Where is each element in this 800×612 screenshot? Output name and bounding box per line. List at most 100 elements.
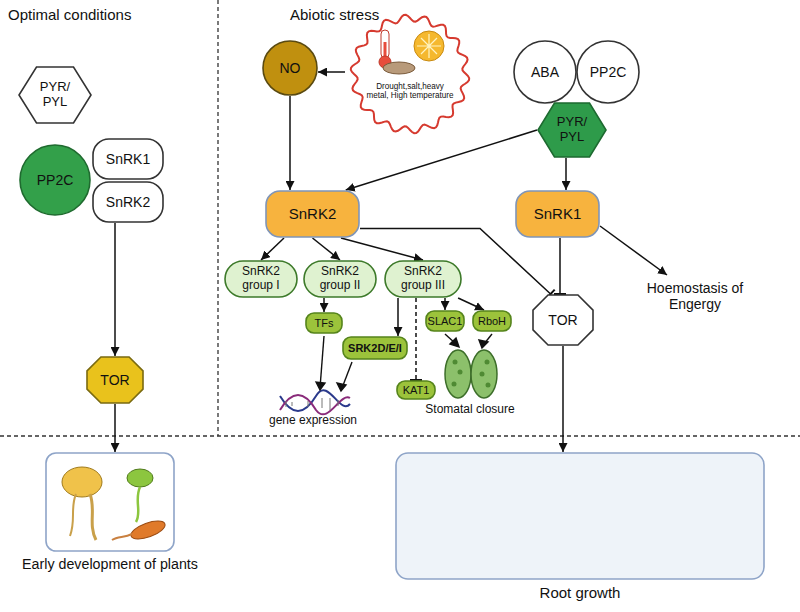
dna-helix xyxy=(280,390,350,414)
node-text: TFs xyxy=(315,317,334,330)
process-label: Stomatal closure xyxy=(410,403,530,417)
inhibition-connector xyxy=(415,298,417,380)
stomata-guard-cells xyxy=(480,372,485,377)
seedling-illustration xyxy=(129,517,168,542)
node-outline xyxy=(514,41,576,103)
text-holder: TOR xyxy=(532,294,594,346)
node-outline xyxy=(45,452,175,552)
text-holder: Early development of plants xyxy=(20,556,200,572)
seedling-illustration xyxy=(127,469,153,487)
divider-line xyxy=(217,0,218,436)
stomata-guard-cells xyxy=(452,360,491,388)
stress-badge: Drought,salt,heavy metal, High temperatu… xyxy=(345,12,475,136)
group-pill: SnRK2 group II xyxy=(303,260,377,298)
stomata-guard-cells xyxy=(485,360,490,365)
panel-heading: Abiotic stress xyxy=(290,6,490,23)
node-outline xyxy=(397,381,435,399)
node-text: SnRK2 group III xyxy=(388,265,458,293)
text-holder: TOR xyxy=(86,356,144,404)
seedling-illustration xyxy=(70,494,76,536)
dna-helix xyxy=(286,401,287,407)
node-outline xyxy=(538,103,606,157)
hormone-circle: ABA xyxy=(513,40,577,104)
node-outline xyxy=(93,182,163,222)
node-outline xyxy=(345,12,475,136)
arrow-connector xyxy=(346,130,537,190)
receptor-hexagon: PYR/ PYL xyxy=(18,66,92,124)
node-text: SnRK1 xyxy=(106,151,150,167)
stomata-guard-cells xyxy=(453,360,458,365)
target-box: RboH xyxy=(472,310,512,332)
arrow-connector xyxy=(261,238,284,260)
dna-helix xyxy=(338,400,339,406)
arrow-connector xyxy=(600,226,667,275)
nitric-oxide-circle: NO xyxy=(262,40,318,96)
seedling-illustration xyxy=(90,494,96,540)
node-outline xyxy=(426,311,464,331)
node-outline xyxy=(87,357,143,403)
text-holder: SnRK1 xyxy=(92,138,164,180)
text-holder: SnRK2 group I xyxy=(224,260,298,298)
receptor-hexagon: PYR/ PYL xyxy=(537,102,607,158)
node-text: KAT1 xyxy=(403,384,430,397)
text-holder: PP2C xyxy=(19,144,91,216)
node-outline xyxy=(266,191,359,237)
target-box: SLAC1 xyxy=(425,310,465,332)
text-holder: Root growth xyxy=(480,584,680,601)
node-outline xyxy=(533,295,593,345)
illustration-panel: Root growth xyxy=(395,452,765,580)
stomata-guard-cells xyxy=(458,370,463,375)
dna-helix xyxy=(308,401,309,407)
text-holder: PYR/ PYL xyxy=(18,66,92,124)
node-outline xyxy=(20,145,90,215)
text-holder: SLAC1 xyxy=(425,310,465,332)
node-text: SnRK2 xyxy=(289,205,337,222)
node-text: TOR xyxy=(100,372,129,388)
node-outline xyxy=(19,67,91,123)
process-label: gene expression xyxy=(258,414,368,428)
node-text: PP2C xyxy=(37,172,74,188)
sun-icon xyxy=(417,34,441,58)
text-holder: SnRK2 xyxy=(265,190,360,238)
leader-arrow xyxy=(479,340,488,348)
leader-arrow xyxy=(337,383,346,391)
node-outline xyxy=(304,261,376,297)
outcome-text: Hoemostasis of Engergy xyxy=(625,275,765,317)
node-text: NO xyxy=(280,60,301,76)
node-outline xyxy=(225,261,297,297)
text-holder: Drought,salt,heavy metal, High temperatu… xyxy=(365,74,455,108)
node-outline xyxy=(577,41,639,103)
phosphatase-circle: PP2C xyxy=(576,40,640,104)
node-text: Root growth xyxy=(540,584,621,601)
arrow-connector xyxy=(114,404,116,452)
node-outline xyxy=(396,453,764,579)
leader-arrow xyxy=(320,336,324,388)
kinase-box: SnRK2 xyxy=(92,181,164,223)
node-text: SRK2D/E/I xyxy=(348,342,402,355)
node-text: ABA xyxy=(531,64,559,80)
node-text: Drought,salt,heavy metal, High temperatu… xyxy=(365,82,455,101)
target-box: SRK2D/E/I xyxy=(342,336,408,360)
thermometer-icon xyxy=(381,30,389,58)
stomata-guard-cells xyxy=(452,382,457,387)
phosphatase-circle: PP2C xyxy=(19,144,91,216)
arrow-connector xyxy=(444,298,446,310)
text-holder: PYR/ PYL xyxy=(537,102,607,158)
node-outline xyxy=(263,41,317,95)
stomata-guard-cells xyxy=(445,350,497,398)
stress-icons xyxy=(379,30,444,74)
inhibition-connector xyxy=(559,238,561,294)
node-text: SnRK1 xyxy=(534,205,582,222)
illustration-panel: Early development of plants xyxy=(45,452,175,552)
node-outline xyxy=(343,337,407,359)
text-holder: KAT1 xyxy=(396,380,436,400)
node-text: SnRK2 group II xyxy=(307,265,373,293)
stomata-guard-cells xyxy=(486,383,491,388)
node-outline xyxy=(46,453,174,551)
kinase-box: SnRK2 xyxy=(265,190,360,238)
node-outline xyxy=(385,261,461,297)
kinase-box: SnRK1 xyxy=(92,138,164,180)
node-text: TOR xyxy=(548,312,577,328)
dna-helix xyxy=(322,398,323,408)
node-text: RboH xyxy=(478,315,506,328)
